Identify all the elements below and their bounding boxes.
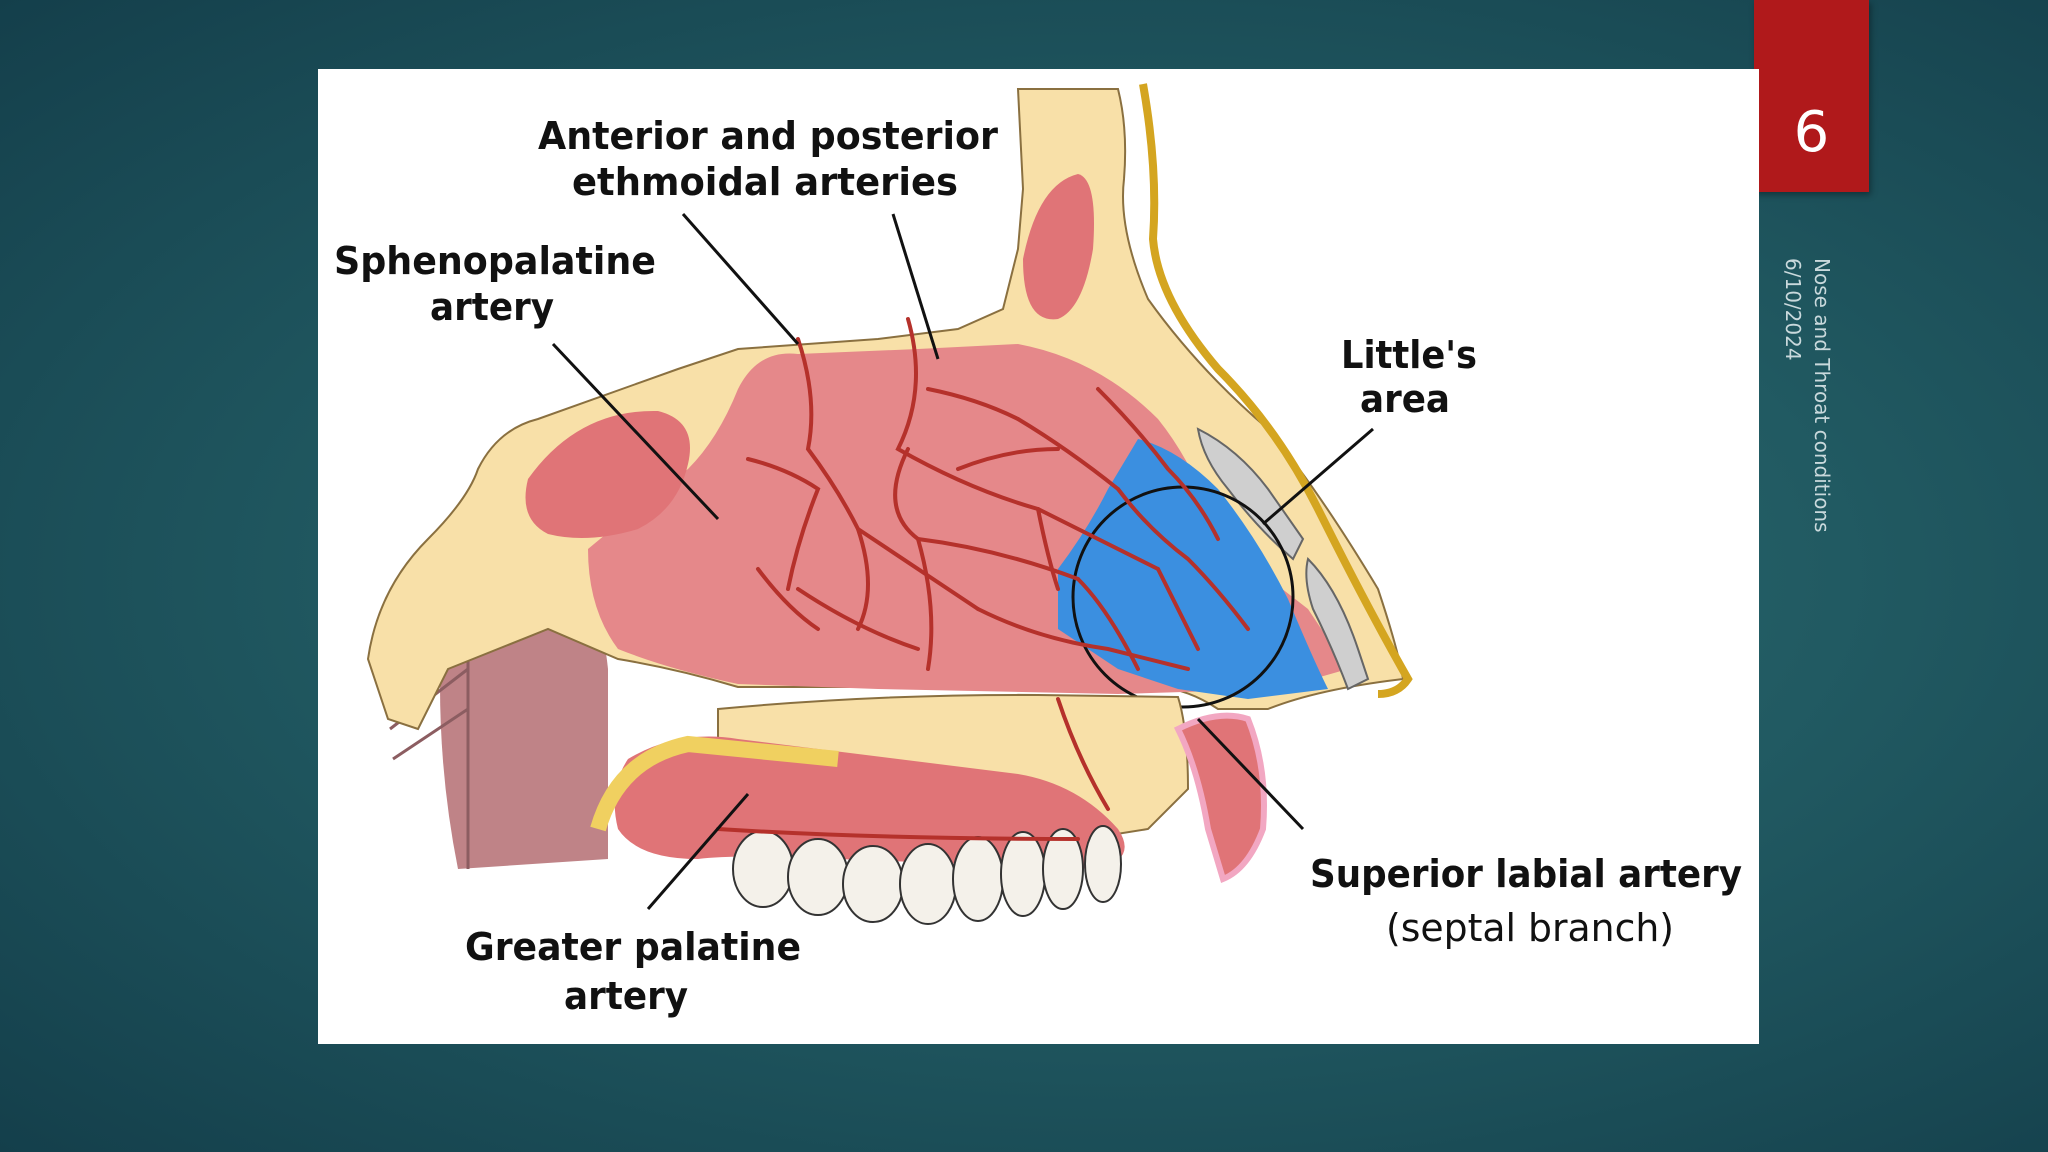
arterial-branches bbox=[716, 317, 1250, 841]
tooth bbox=[899, 843, 957, 925]
tooth bbox=[1084, 825, 1122, 903]
label-ethmoidal-arteries-1: Anterior and posterior bbox=[538, 114, 998, 158]
slide-footer-vertical: Nose and Throat conditions 6/10/2024 bbox=[1778, 258, 1836, 558]
tooth bbox=[842, 845, 904, 923]
sphenoid-sinus bbox=[525, 410, 690, 538]
label-superior-labial-1: Superior labial artery bbox=[1310, 852, 1742, 896]
nasal-dorsum-skin bbox=[1139, 83, 1413, 698]
label-ethmoidal-arteries-2: ethmoidal arteries bbox=[572, 160, 958, 204]
label-superior-labial-2: (septal branch) bbox=[1386, 906, 1674, 950]
tooth bbox=[1000, 831, 1046, 917]
frontal-sinus bbox=[1023, 174, 1094, 320]
slide-footer-title: Nose and Throat conditions bbox=[1810, 258, 1834, 533]
tooth bbox=[732, 830, 794, 908]
tooth bbox=[787, 838, 849, 916]
upper-lip bbox=[1173, 712, 1267, 884]
label-sphenopalatine-2: artery bbox=[430, 285, 554, 329]
upper-teeth bbox=[732, 825, 1122, 925]
tooth bbox=[952, 836, 1004, 922]
slide-date: 6/10/2024 bbox=[1781, 258, 1805, 361]
label-greater-palatine-2: artery bbox=[564, 974, 688, 1018]
anatomy-figure: Anterior and posterior ethmoidal arterie… bbox=[318, 69, 1759, 1044]
label-littles-area-1: Little's bbox=[1341, 333, 1477, 377]
slide-number-badge: 6 bbox=[1754, 0, 1869, 192]
label-leader-lines bbox=[551, 213, 1374, 910]
slide-number: 6 bbox=[1793, 100, 1830, 165]
nasal-septum-diagram: Anterior and posterior ethmoidal arterie… bbox=[334, 83, 1742, 1018]
tongue-palate-curve bbox=[590, 735, 839, 832]
alar-cartilage bbox=[1305, 557, 1370, 691]
oral-mucosa bbox=[614, 736, 1125, 869]
nasal-cartilage bbox=[1196, 427, 1305, 561]
tooth bbox=[1042, 828, 1084, 910]
label-littles-area-2: area bbox=[1360, 377, 1450, 421]
label-sphenopalatine-1: Sphenopalatine bbox=[334, 239, 656, 283]
label-greater-palatine-1: Greater palatine bbox=[465, 925, 801, 969]
